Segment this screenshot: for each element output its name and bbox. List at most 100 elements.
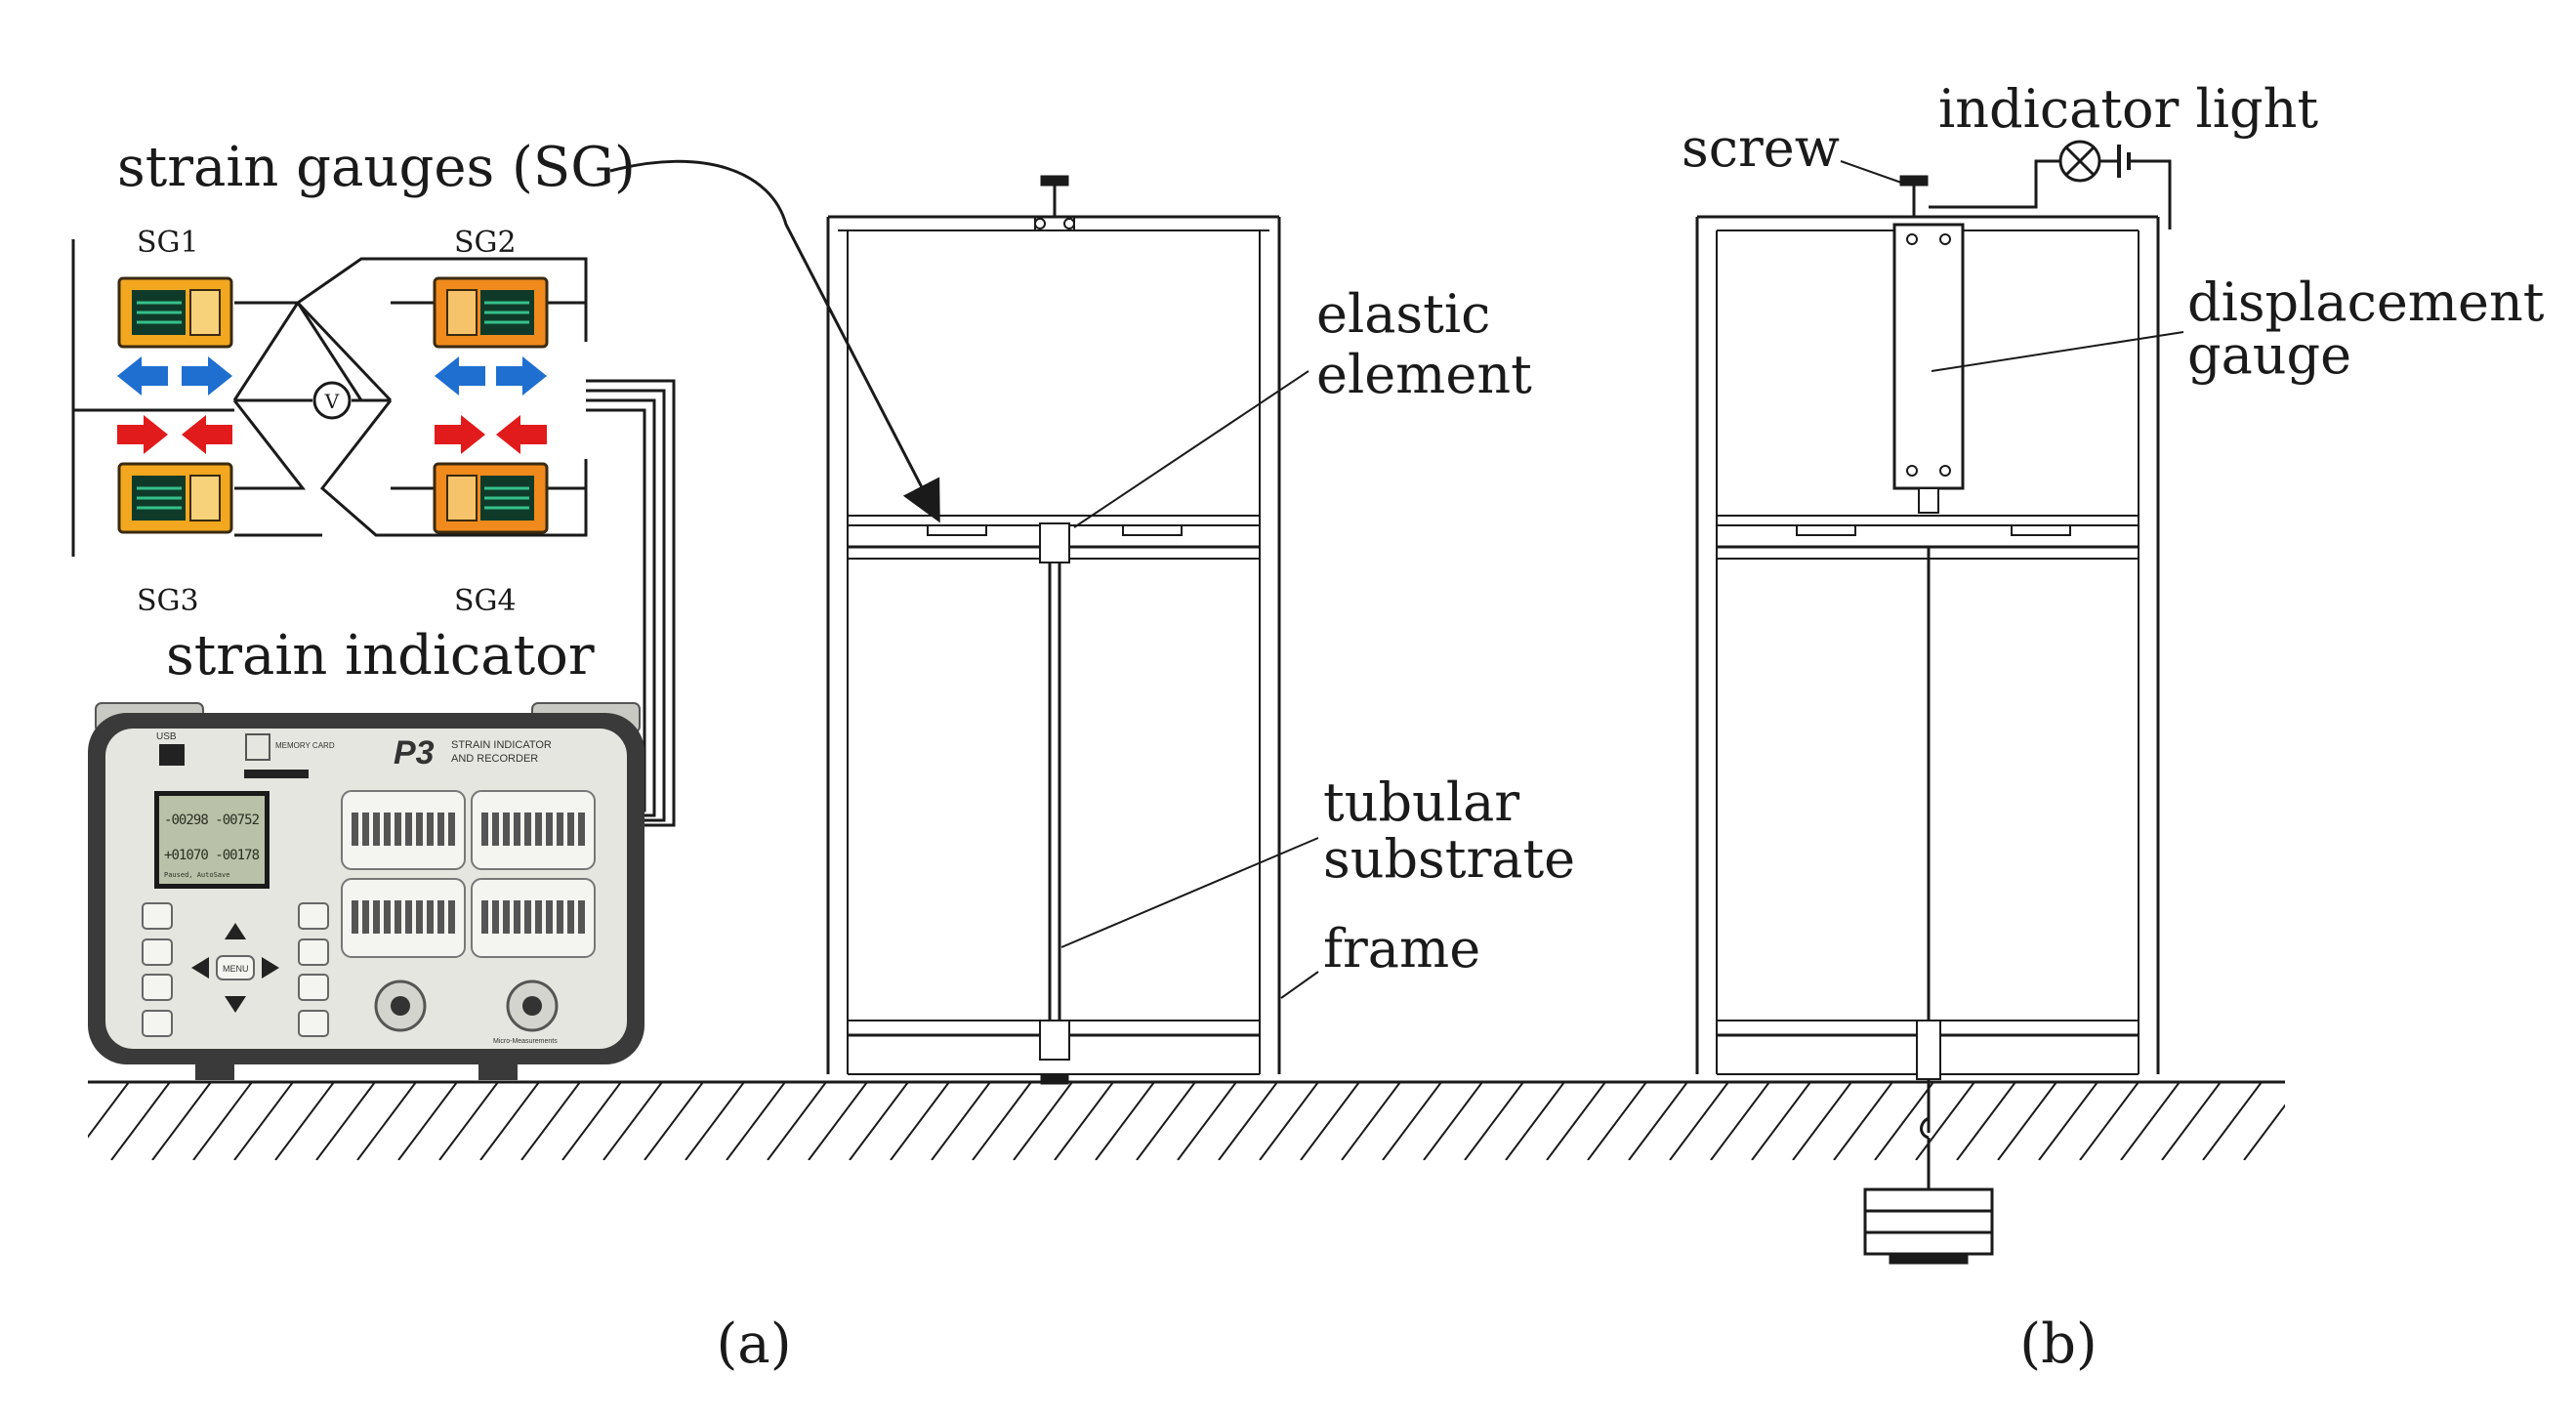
terminal-pin	[546, 813, 553, 846]
ground-hatch-line	[890, 1082, 950, 1160]
ground-hatch-line	[561, 1082, 622, 1160]
ground-hatch-line	[1464, 1082, 1524, 1160]
arrow-right-icon[interactable]	[262, 957, 279, 979]
terminal-pin	[362, 900, 369, 934]
terminal-pin	[503, 900, 510, 934]
ground-hatch-line	[685, 1082, 745, 1160]
ground-hatch-line	[315, 1082, 376, 1160]
terminal-pin	[546, 900, 553, 934]
ground-hatch-line	[88, 1082, 130, 1139]
ground-hatch-line	[1300, 1082, 1360, 1160]
ground-hatch-line	[808, 1082, 868, 1160]
ground-hatch-line	[1915, 1082, 1975, 1160]
ground-hatch-line	[1054, 1082, 1114, 1160]
terminal-pin	[373, 900, 380, 934]
terminal-pin	[567, 900, 574, 934]
label-displacement: displacement	[2187, 271, 2545, 333]
channel-4-panel[interactable]	[471, 878, 596, 958]
terminal-blocks	[352, 813, 585, 934]
displacement-gauge-body	[1892, 223, 1965, 490]
card-slot	[244, 770, 309, 778]
ground-hatch-line	[479, 1082, 540, 1160]
blue-arrow-left-icon	[117, 356, 168, 396]
terminal-pin	[416, 900, 423, 934]
ground-hatch-line	[1956, 1082, 2016, 1160]
lcd-row-1: -00298 -00752	[164, 813, 260, 828]
terminal-pin	[524, 900, 531, 934]
terminal-pin	[578, 900, 585, 934]
ground-hatch-line	[931, 1082, 991, 1160]
terminal-pin	[535, 900, 542, 934]
terminal-pin	[557, 813, 563, 846]
terminal-pin	[395, 813, 401, 846]
terminal-pin	[567, 813, 574, 846]
voltmeter-label: V	[324, 390, 340, 413]
label-element: element	[1316, 344, 1532, 405]
pointer-displacement-gauge	[1931, 331, 2184, 372]
ground-hatch-line	[644, 1082, 704, 1160]
gauge-sg1	[117, 276, 233, 349]
weight-stack	[1863, 1138, 1994, 1265]
terminal-pin	[352, 813, 358, 846]
label-sg4: SG4	[454, 584, 517, 618]
device-title-1: STRAIN INDICATOR	[451, 739, 552, 751]
label-screw: screw	[1682, 117, 1840, 179]
ground-hatch-line	[1259, 1082, 1319, 1160]
terminal-pin	[448, 813, 455, 846]
power-key[interactable]	[142, 1010, 173, 1037]
terminal-pin	[427, 813, 434, 846]
terminal-pin	[535, 813, 542, 846]
terminal-pin	[492, 900, 499, 934]
red-arrow-left-icon	[182, 415, 232, 454]
terminal-pin	[448, 900, 455, 934]
ground-hatch-line	[1218, 1082, 1278, 1160]
channel-1-panel[interactable]	[341, 790, 466, 870]
label-gauge: gauge	[2187, 324, 2351, 386]
label-strain-gauges: strain gauges (SG)	[117, 136, 636, 199]
ground-hatch-line	[88, 1082, 89, 1084]
compression-arrows	[117, 415, 547, 454]
ground-hatch-line	[1341, 1082, 1401, 1160]
key-top-right[interactable]	[298, 902, 329, 930]
terminal-pin	[514, 813, 520, 846]
memory-card-icon	[245, 733, 270, 761]
pointer-tubular-substrate	[1060, 837, 1319, 948]
terminal-pin	[481, 813, 488, 846]
label-elastic: elastic	[1316, 283, 1490, 345]
label-tubular: tubular	[1323, 771, 1519, 833]
arrow-left-icon[interactable]	[191, 957, 209, 979]
ground-hatch-line	[1628, 1082, 1688, 1160]
ground-hatch-line	[1177, 1082, 1237, 1160]
channel-3-panel[interactable]	[341, 878, 466, 958]
pointer-elastic-element	[1073, 370, 1309, 528]
strain-indicator-device: USB MEMORY CARD P3 STRAIN INDICATOR AND …	[88, 702, 644, 1080]
arrow-down-icon[interactable]	[225, 996, 246, 1013]
ground-hatch-line	[602, 1082, 663, 1160]
pointer-strain-gauges	[609, 159, 940, 523]
ground-hatch-line	[1710, 1082, 1770, 1160]
ground-hatch-line	[1751, 1082, 1811, 1160]
key-top-left[interactable]	[142, 902, 173, 930]
menu-key-label: MENU	[223, 964, 249, 974]
ground-hatch-line	[1095, 1082, 1155, 1160]
terminal-pin	[427, 900, 434, 934]
terminal-pin	[437, 813, 444, 846]
connector-right-core	[522, 996, 542, 1016]
menu-key[interactable]	[216, 955, 255, 980]
key-bottom-right[interactable]	[298, 1010, 329, 1037]
key-lower-left[interactable]	[142, 974, 173, 1001]
key-mid-left[interactable]	[142, 938, 173, 966]
ground-hatch-line	[1587, 1082, 1647, 1160]
ground-hatch-line	[1423, 1082, 1483, 1160]
terminal-pin	[416, 813, 423, 846]
key-lower-right[interactable]	[298, 974, 329, 1001]
arrow-up-icon[interactable]	[225, 923, 246, 939]
channel-2-panel[interactable]	[471, 790, 596, 870]
gauge-sg3	[117, 462, 233, 534]
ground	[88, 1080, 2285, 1160]
ground-hatch-line	[233, 1082, 294, 1160]
frame-a	[826, 175, 1281, 1085]
ground-hatch-line	[972, 1082, 1032, 1160]
key-mid-right[interactable]	[298, 938, 329, 966]
